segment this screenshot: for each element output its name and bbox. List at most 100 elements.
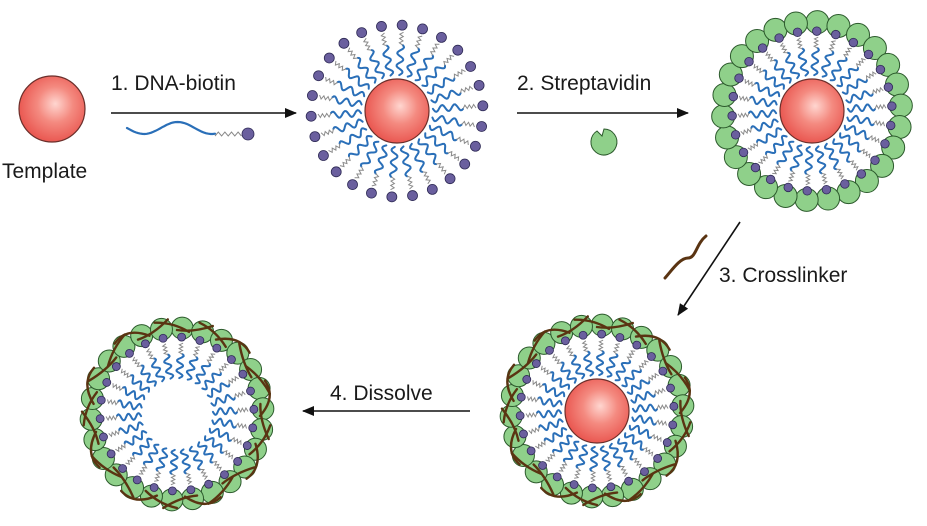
dna-strand — [338, 127, 368, 145]
crosslinker — [175, 324, 214, 332]
crosslinker — [245, 442, 259, 480]
crosslinker — [665, 439, 679, 477]
dna-strand — [628, 424, 652, 439]
biotin — [658, 366, 668, 376]
linker — [325, 76, 338, 86]
dna-strand — [631, 403, 658, 413]
dna-strand — [754, 81, 781, 98]
linker — [552, 353, 562, 365]
template-sphere — [364, 78, 430, 144]
dna-strand — [832, 138, 851, 163]
linker — [843, 47, 852, 59]
biotin — [522, 375, 532, 384]
dna-strand — [117, 399, 143, 411]
biotin — [95, 414, 105, 424]
biotin-linkers — [317, 31, 477, 191]
biotin — [212, 343, 222, 353]
linker — [626, 350, 636, 361]
dna-strand — [421, 64, 446, 88]
crosslinker — [556, 315, 589, 338]
dna-strand — [431, 115, 463, 127]
biotin — [233, 457, 243, 466]
biotin — [177, 332, 187, 342]
crosslinker — [80, 410, 100, 445]
biotin — [666, 383, 675, 393]
biotin — [615, 333, 625, 342]
dna-strand — [122, 386, 146, 401]
dna-strands — [330, 44, 464, 178]
dna-strand — [617, 438, 634, 461]
process-arrows — [111, 108, 741, 416]
dna-strand — [431, 103, 464, 113]
linker — [779, 42, 788, 54]
biotin — [597, 329, 607, 339]
dna-strand — [839, 132, 862, 153]
dna-strand — [599, 445, 611, 472]
biotin — [863, 49, 874, 60]
dna-strand — [570, 354, 586, 380]
linker — [590, 470, 597, 483]
linker — [108, 430, 120, 438]
dna-strands — [116, 353, 238, 475]
linker — [389, 176, 396, 191]
linker — [339, 156, 351, 168]
crosslinker — [113, 331, 151, 345]
biotin — [132, 475, 142, 485]
linker — [462, 103, 477, 110]
linker — [540, 365, 552, 376]
linker — [125, 455, 136, 465]
dna-strand — [116, 412, 143, 422]
dna-strand — [430, 89, 462, 104]
dna-strands — [748, 47, 876, 175]
dna-biotin-strand-icon — [125, 120, 255, 141]
biotin — [738, 147, 749, 158]
linker — [612, 343, 620, 355]
biotin-beads — [727, 26, 897, 196]
crosslinker — [564, 486, 599, 507]
dna-strand — [185, 356, 199, 381]
linker — [170, 473, 177, 486]
linker — [206, 353, 216, 364]
linker — [214, 131, 242, 137]
crosslinker — [678, 376, 691, 415]
biotin — [318, 150, 329, 161]
linker — [581, 340, 589, 353]
dna-strand — [630, 390, 656, 404]
biotin — [470, 140, 481, 152]
dna-strand — [373, 144, 388, 175]
biotin — [407, 190, 418, 201]
crosslinker — [507, 353, 538, 379]
dna-strand — [552, 434, 573, 454]
dna-strand — [206, 382, 231, 398]
dna-strand — [773, 59, 792, 84]
linker — [638, 360, 649, 370]
dna-strand — [125, 120, 217, 136]
biotin — [111, 362, 121, 371]
dna-strand — [789, 144, 803, 172]
biotin — [195, 336, 205, 345]
linker — [132, 356, 142, 368]
crosslinker-strand-icon — [663, 234, 708, 280]
biotin — [734, 73, 744, 83]
biotin — [220, 470, 229, 479]
dna-strand — [197, 441, 214, 464]
dna-strand — [750, 118, 779, 132]
biotin — [640, 467, 649, 476]
dna-strand — [776, 140, 795, 165]
crosslinker — [573, 318, 611, 331]
dna-strand — [150, 357, 166, 383]
linker — [804, 173, 812, 186]
crosslinker — [582, 491, 619, 507]
crosslinker — [533, 328, 571, 342]
linker — [105, 415, 118, 422]
dna-strand — [169, 448, 179, 475]
biotin — [249, 404, 259, 414]
dna-strand — [201, 371, 222, 391]
dna-strand — [821, 50, 835, 78]
linker — [868, 134, 880, 144]
dna-strand — [414, 54, 435, 82]
linker — [422, 171, 432, 185]
biotin — [783, 182, 793, 193]
dna-strand — [536, 409, 563, 419]
